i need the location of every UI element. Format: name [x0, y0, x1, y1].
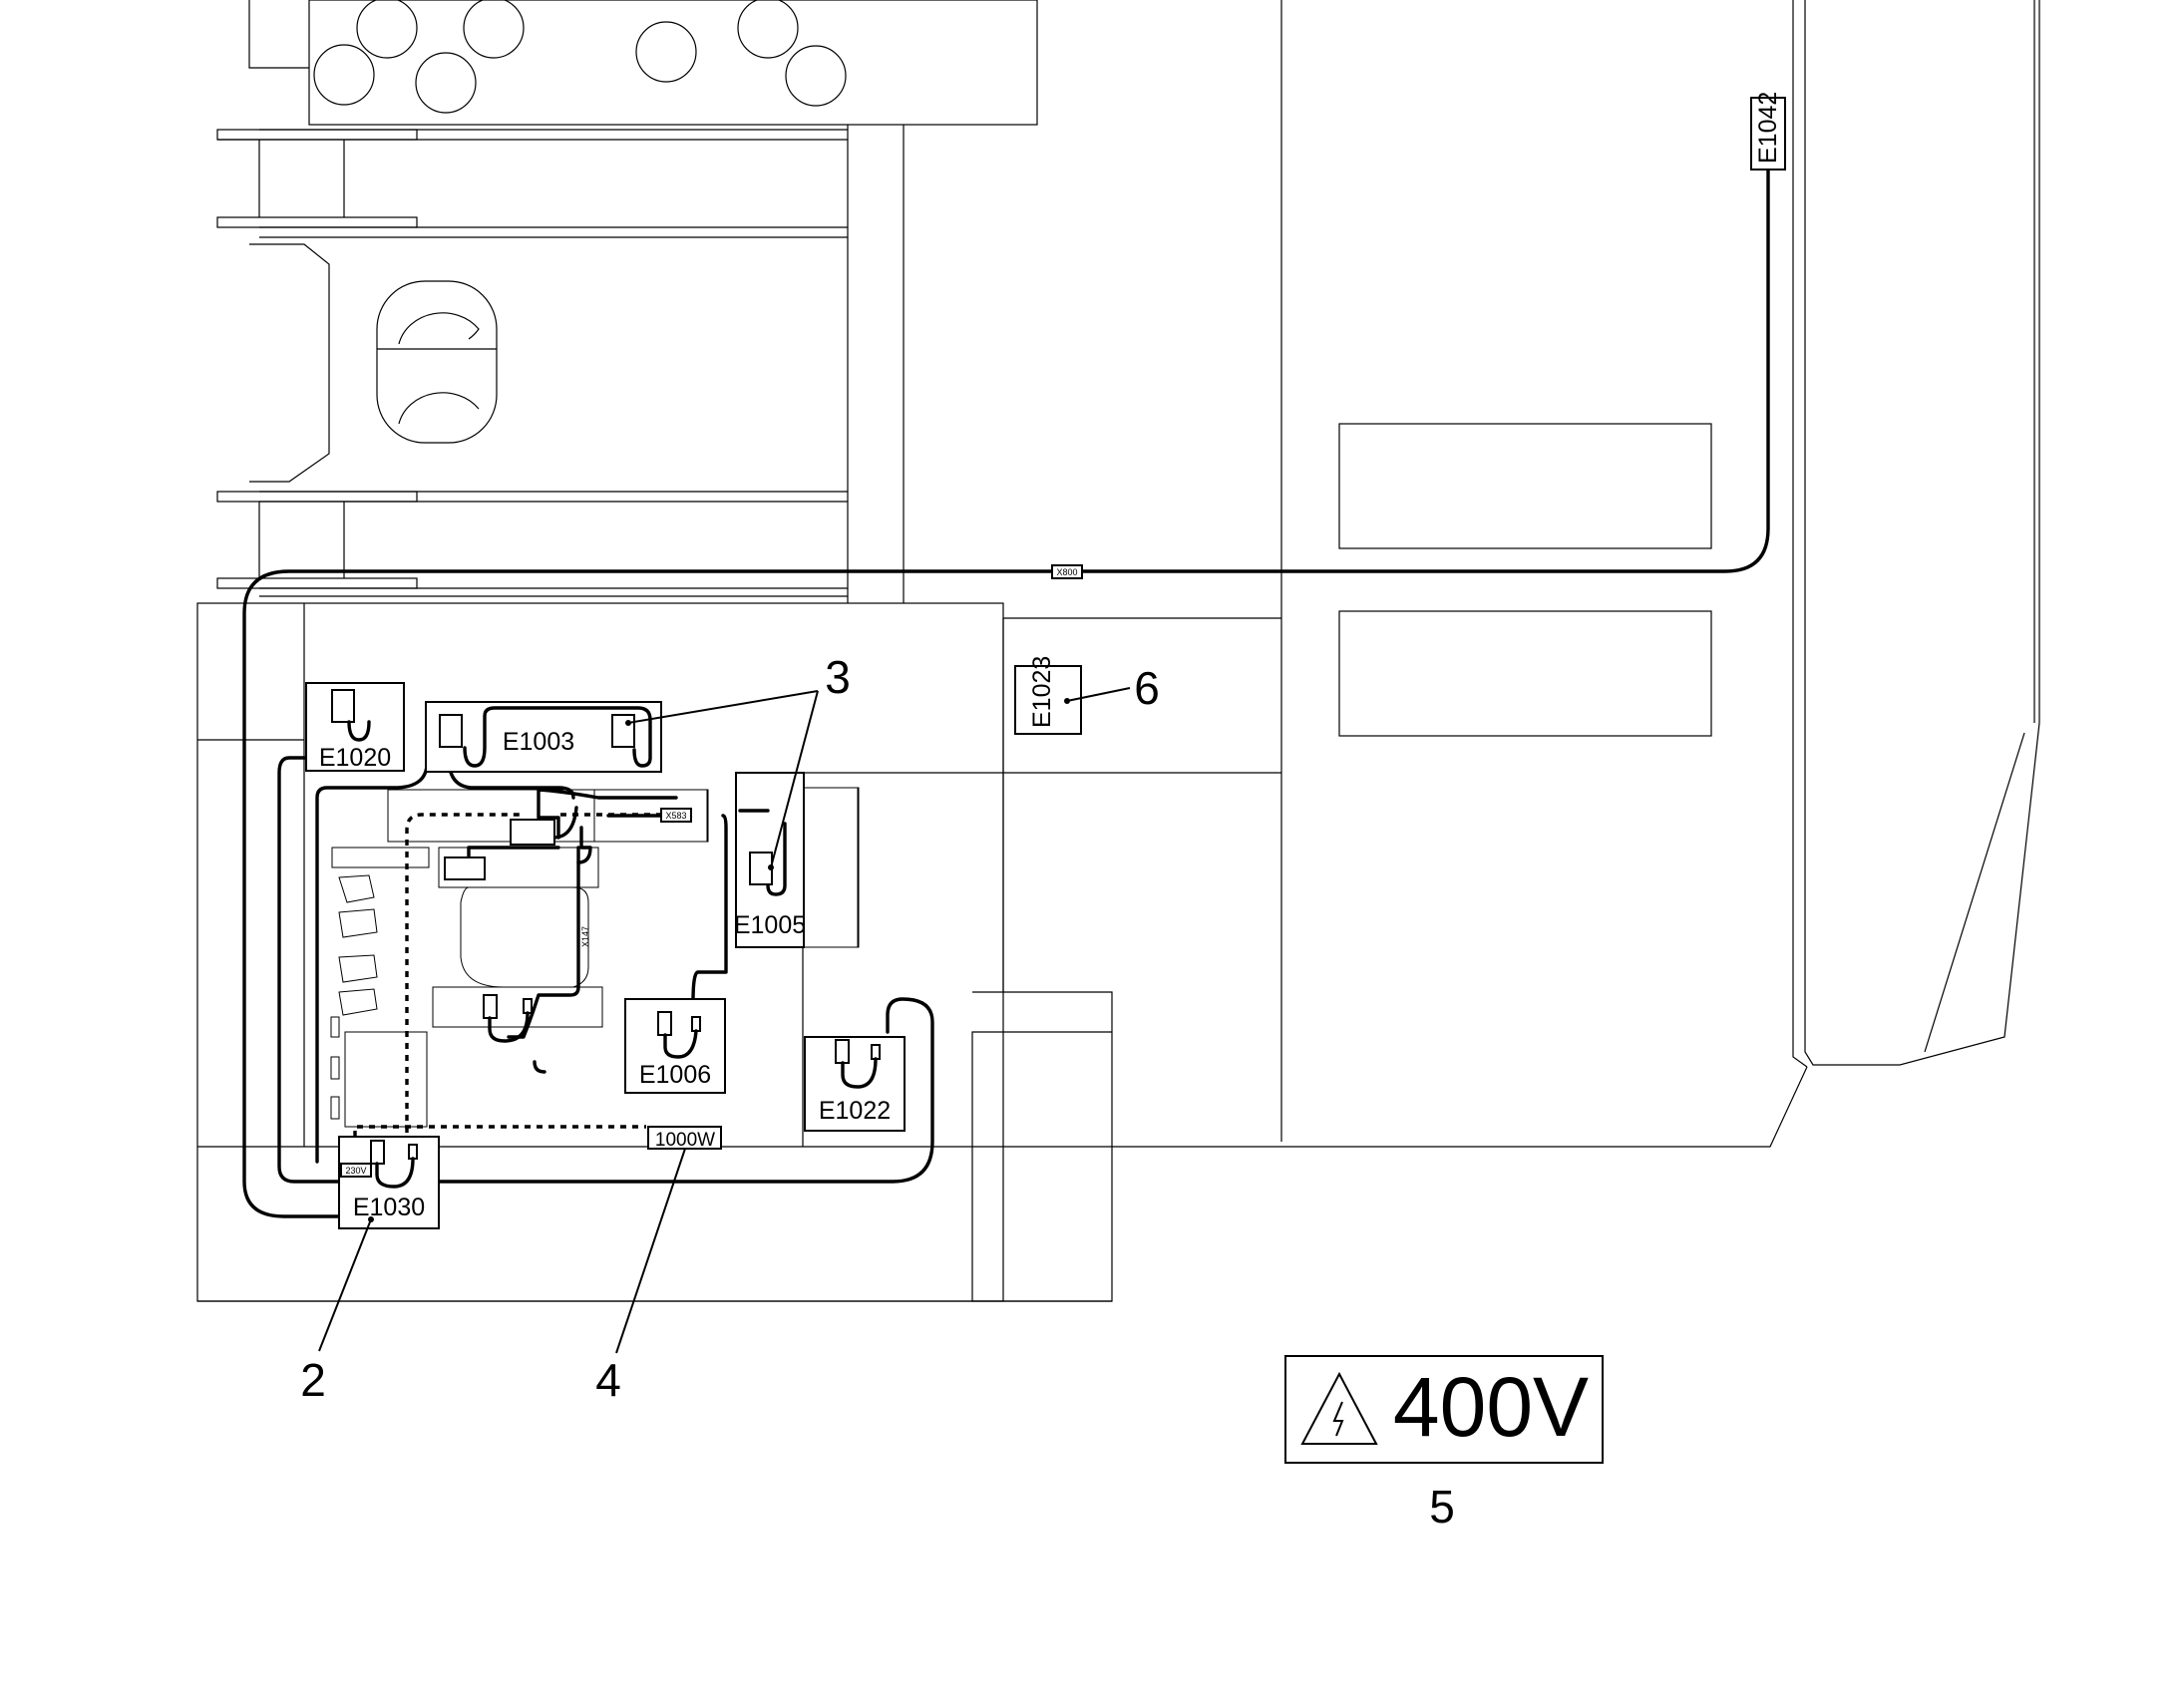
component-e1023-label: E1023 — [1028, 656, 1056, 728]
component-e1030: 230V E1030 — [338, 1136, 440, 1229]
heater-wiring — [353, 813, 660, 1145]
connector-x800: X800 — [1051, 564, 1083, 579]
connector-x583-label: X583 — [665, 811, 686, 821]
component-e1003: E1003 — [425, 701, 662, 773]
bolt-holes — [313, 0, 847, 114]
callout-6: 6 — [1134, 662, 1160, 714]
high-voltage-triangle-icon — [1300, 1371, 1378, 1445]
machine-outline — [196, 0, 2040, 1302]
component-e1006: E1006 — [624, 998, 726, 1094]
component-e1003-label: E1003 — [503, 728, 574, 756]
warning-label-400v: 400V — [1284, 1355, 1604, 1464]
component-e1042: E1042 — [1750, 92, 1786, 171]
connector-x800-label: X800 — [1056, 567, 1077, 577]
connector-x147-label: X147 — [580, 926, 590, 947]
component-e1042-label: E1042 — [1754, 92, 1782, 164]
rating-400v: 400V — [1393, 1360, 1589, 1454]
component-e1005-label: E1005 — [734, 911, 806, 939]
component-e1020: E1020 — [305, 682, 405, 772]
lightning-bolt-icon — [1332, 1401, 1344, 1437]
connector-x583: X583 — [660, 808, 692, 823]
callout-2: 2 — [300, 1354, 326, 1406]
callout-3: 3 — [825, 651, 851, 703]
rating-230v: 230V — [345, 1166, 366, 1176]
heater-1000w: 1000W — [647, 1126, 722, 1151]
component-e1005: E1005 — [734, 772, 860, 948]
leader-lines — [318, 687, 1131, 1354]
component-e1022-label: E1022 — [819, 1097, 891, 1125]
component-e1020-label: E1020 — [319, 744, 391, 772]
component-e1023: E1023 — [1014, 656, 1082, 735]
component-e1030-label: E1030 — [353, 1194, 425, 1221]
component-e1022: E1022 — [804, 1036, 906, 1132]
callout-4: 4 — [595, 1354, 621, 1406]
component-e1006-label: E1006 — [639, 1061, 711, 1089]
main-cable — [242, 166, 1770, 1218]
inner-sensors — [444, 819, 555, 1043]
rating-1000w: 1000W — [655, 1130, 715, 1151]
callout-5: 5 — [1429, 1481, 1455, 1533]
